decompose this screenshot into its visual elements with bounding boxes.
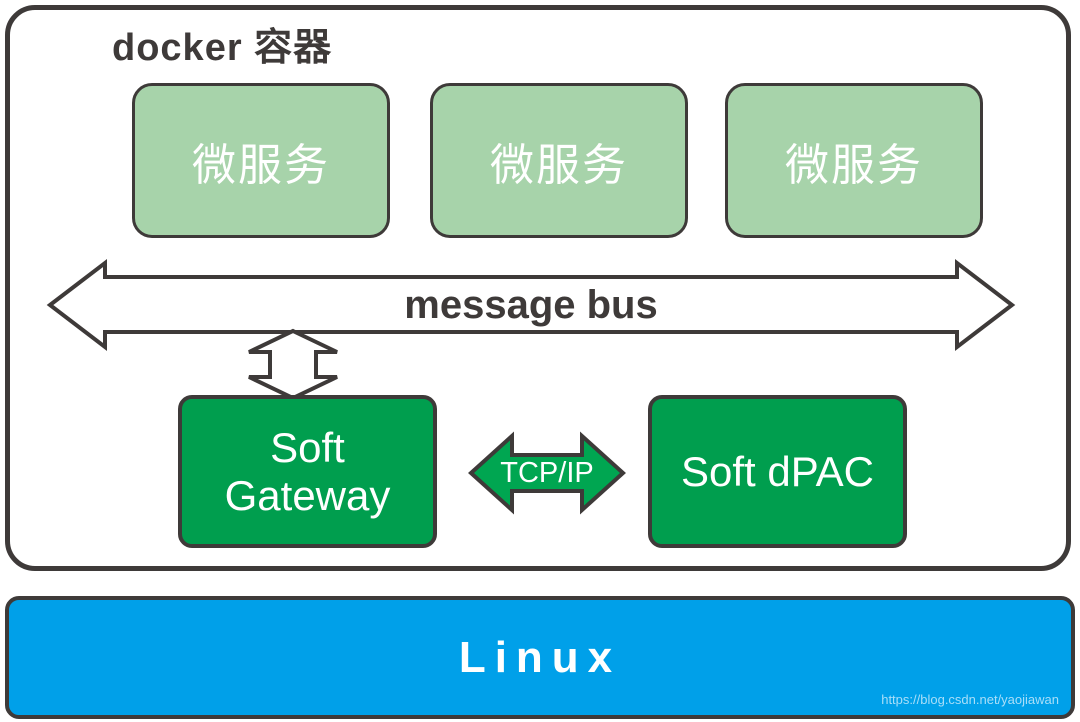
microservice-box-1: 微服务 — [132, 83, 390, 238]
microservice-box-3: 微服务 — [725, 83, 983, 238]
microservice-label: 微服务 — [192, 140, 330, 190]
soft-gateway-label-line1: Soft — [270, 423, 345, 471]
linux-label: Linux — [458, 632, 622, 682]
docker-container-box — [5, 5, 1071, 571]
tcpip-label: TCP/IP — [500, 457, 594, 489]
soft-dpac-label: Soft dPAC — [681, 447, 874, 495]
soft-dpac-box: Soft dPAC — [648, 395, 907, 548]
message-bus-label: message bus — [404, 283, 658, 327]
docker-container-title: docker 容器 — [112, 27, 333, 69]
soft-gateway-label-line2: Gateway — [224, 471, 391, 519]
microservice-box-2: 微服务 — [430, 83, 688, 238]
microservice-label: 微服务 — [490, 140, 628, 190]
linux-os-bar: Linux https://blog.csdn.net/yaojiawan — [5, 596, 1075, 719]
microservice-label: 微服务 — [785, 140, 923, 190]
watermark-url: https://blog.csdn.net/yaojiawan — [881, 692, 1059, 707]
soft-gateway-box: Soft Gateway — [178, 395, 437, 548]
